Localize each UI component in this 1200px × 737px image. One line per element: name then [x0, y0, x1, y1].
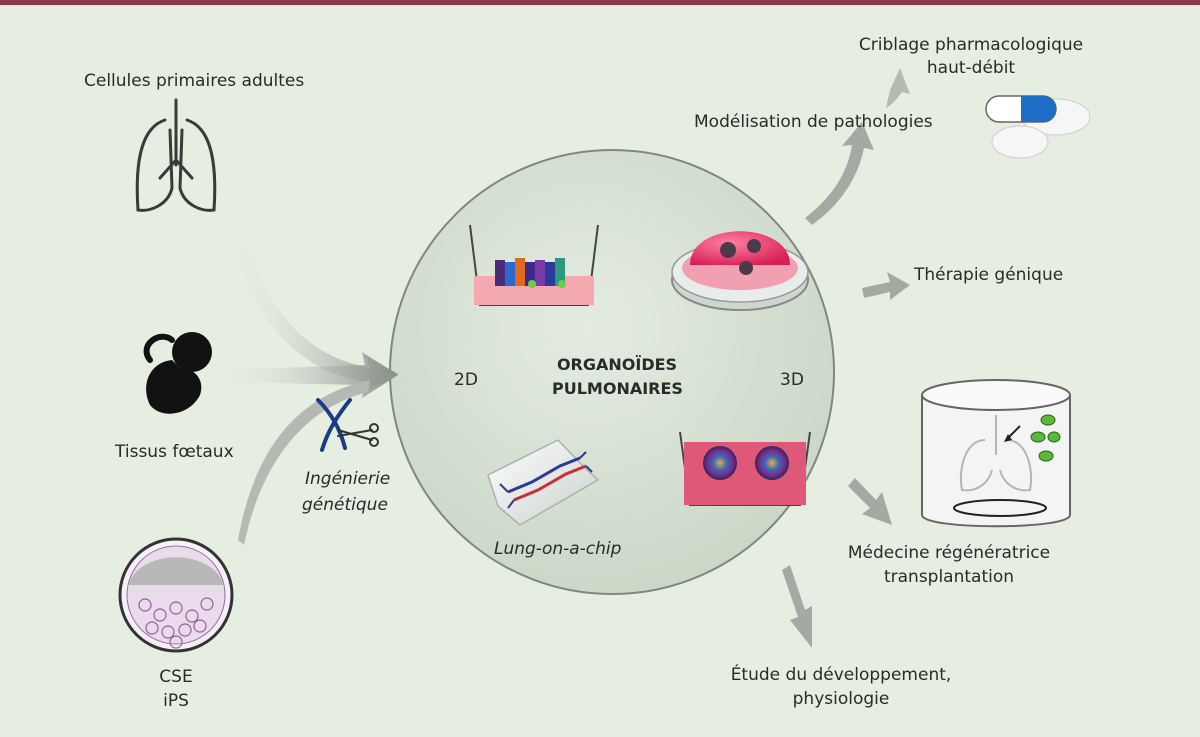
source-stem-cells-label-2: iPS: [163, 691, 189, 711]
pills-icon: [985, 95, 1091, 159]
top-bar: [0, 0, 1200, 5]
bioreactor-icon: [921, 379, 1071, 528]
engineering-label-2: génétique: [302, 495, 388, 515]
disease-modeling-label: Modélisation de pathologies: [694, 112, 933, 132]
development-label-2: physiologie: [792, 689, 890, 709]
input-arrows: [215, 200, 398, 545]
source-stem-cells-label-1: CSE: [159, 667, 193, 687]
development-label-1: Étude du développement,: [730, 665, 952, 685]
source-fetal-tissue-label: Tissus fœtaux: [115, 442, 234, 462]
petri-dish-icon: [671, 231, 809, 311]
microfluidic-chip-icon: [487, 439, 600, 526]
center-title-1: ORGANOÏDES: [556, 355, 678, 374]
transwell-icon: [469, 224, 599, 306]
fetus-icon: [143, 332, 212, 414]
output-arrows: [782, 68, 910, 648]
dna-scissors-icon: [316, 398, 379, 452]
regenerative-label-1: Médecine régénératrice: [847, 543, 1051, 563]
engineering-label-1: Ingénierie: [305, 469, 391, 489]
stem-cell-embryo-icon: [118, 537, 234, 653]
organoid-well-icon: [679, 431, 811, 506]
lungs-icon: [135, 98, 217, 212]
label-2d: 2D: [454, 370, 478, 390]
label-3d: 3D: [780, 370, 804, 390]
gene-therapy-label: Thérapie génique: [914, 265, 1064, 285]
source-adult-cells-label: Cellules primaires adultes: [84, 71, 305, 91]
screening-label-2: haut-débit: [926, 58, 1016, 78]
lung-on-a-chip-label: Lung-on-a-chip: [494, 539, 622, 559]
screening-label-1: Criblage pharmacologique: [858, 35, 1084, 55]
center-title-2: PULMONAIRES: [552, 379, 683, 398]
regenerative-label-2: transplantation: [883, 567, 1015, 587]
